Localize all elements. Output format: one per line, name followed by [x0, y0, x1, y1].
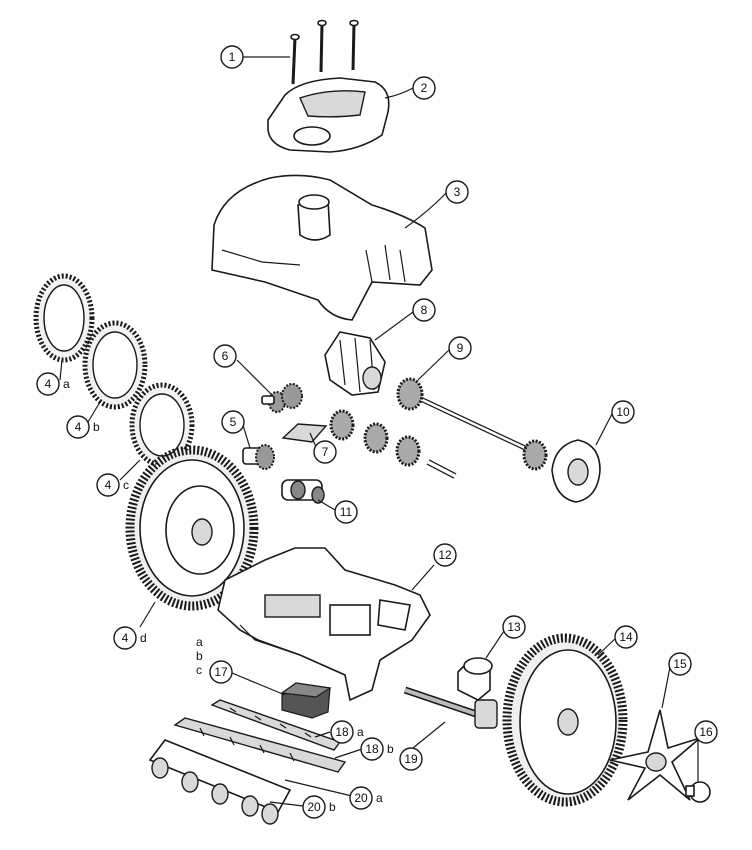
part-small-gear: [242, 444, 275, 470]
callout-3: 3: [445, 180, 469, 204]
part-block: [280, 682, 332, 719]
part-coupling: [281, 479, 325, 504]
part-cap-screw: [685, 781, 711, 803]
svg-text:7: 7: [322, 445, 329, 459]
svg-text:b: b: [196, 649, 203, 663]
callout-4b: 4 b: [66, 415, 100, 439]
svg-text:12: 12: [438, 548, 452, 562]
svg-text:13: 13: [507, 620, 521, 634]
callout-4d: 4 d: [113, 626, 147, 650]
callout-18a: 18 a: [330, 720, 364, 744]
svg-text:4: 4: [45, 377, 52, 391]
part-tread-ring-c: [129, 382, 195, 468]
svg-text:20: 20: [354, 791, 368, 805]
part-clip: [281, 423, 328, 443]
svg-text:a: a: [63, 377, 70, 391]
callout-17: 17: [209, 660, 233, 684]
part-right-wheel: [502, 633, 628, 807]
svg-text:2: 2: [421, 81, 428, 95]
part-idler-gears: [329, 409, 457, 479]
callout-13: 13: [502, 615, 526, 639]
svg-text:d: d: [140, 631, 147, 645]
part-top-cap: [267, 77, 390, 153]
svg-text:1: 1: [229, 50, 236, 64]
part-screws: [290, 19, 359, 85]
callout-8: 8: [412, 298, 436, 322]
svg-text:9: 9: [457, 341, 464, 355]
part-left-wheel: [125, 445, 259, 611]
part-roller-assembly: [148, 739, 292, 825]
svg-text:19: 19: [404, 752, 418, 766]
callout-17-variants: a b c: [196, 635, 203, 677]
part-chassis: [217, 547, 431, 702]
callout-16: 16: [694, 720, 718, 744]
callout-5: 5: [221, 410, 245, 434]
svg-text:b: b: [329, 800, 336, 814]
callout-15: 15: [668, 652, 692, 676]
svg-text:a: a: [357, 725, 364, 739]
svg-text:16: 16: [699, 725, 713, 739]
svg-text:c: c: [123, 478, 129, 492]
svg-text:15: 15: [673, 657, 687, 671]
svg-text:c: c: [196, 663, 202, 677]
callout-4a: 4 a: [36, 372, 70, 396]
leader-lines: [59, 56, 699, 807]
callout-9: 9: [448, 336, 472, 360]
part-bushing: [457, 657, 493, 701]
svg-text:18: 18: [365, 742, 379, 756]
part-axle: [403, 686, 498, 729]
svg-text:10: 10: [616, 405, 630, 419]
callout-2: 2: [412, 76, 436, 100]
part-tread-ring-a: [33, 273, 95, 363]
svg-text:11: 11: [340, 505, 353, 519]
svg-text:5: 5: [230, 415, 237, 429]
callout-4c: 4 c: [96, 473, 129, 497]
svg-text:3: 3: [454, 185, 461, 199]
part-tread-ring-b: [82, 320, 148, 410]
part-flap-18b: [173, 717, 347, 773]
part-star-flap: [609, 709, 701, 801]
svg-text:20: 20: [307, 800, 321, 814]
part-gear-pair: [261, 383, 303, 413]
callout-11: 11: [334, 500, 358, 524]
callout-1: 1: [220, 45, 244, 69]
svg-text:8: 8: [421, 303, 428, 317]
part-gear-shaft: [396, 377, 548, 471]
svg-text:b: b: [387, 742, 394, 756]
svg-text:18: 18: [335, 725, 349, 739]
svg-text:a: a: [376, 791, 383, 805]
svg-text:4: 4: [122, 631, 129, 645]
callout-10: 10: [611, 400, 635, 424]
svg-text:4: 4: [75, 420, 82, 434]
callout-6: 6: [213, 344, 237, 368]
svg-text:6: 6: [222, 349, 229, 363]
callout-7: 7: [313, 440, 337, 464]
callout-14: 14: [614, 625, 638, 649]
callout-20a: 20 a: [349, 786, 383, 810]
svg-text:14: 14: [619, 630, 633, 644]
svg-text:b: b: [93, 420, 100, 434]
svg-text:a: a: [196, 635, 203, 649]
svg-text:4: 4: [105, 478, 112, 492]
callout-12: 12: [433, 543, 457, 567]
callout-19: 19: [399, 747, 423, 771]
callout-18b: 18 b: [360, 737, 394, 761]
part-housing-cover: [211, 174, 433, 321]
part-hub: [551, 439, 601, 503]
part-turbine: [324, 331, 386, 396]
callout-20b: 20 b: [302, 795, 336, 819]
svg-text:17: 17: [214, 665, 228, 679]
